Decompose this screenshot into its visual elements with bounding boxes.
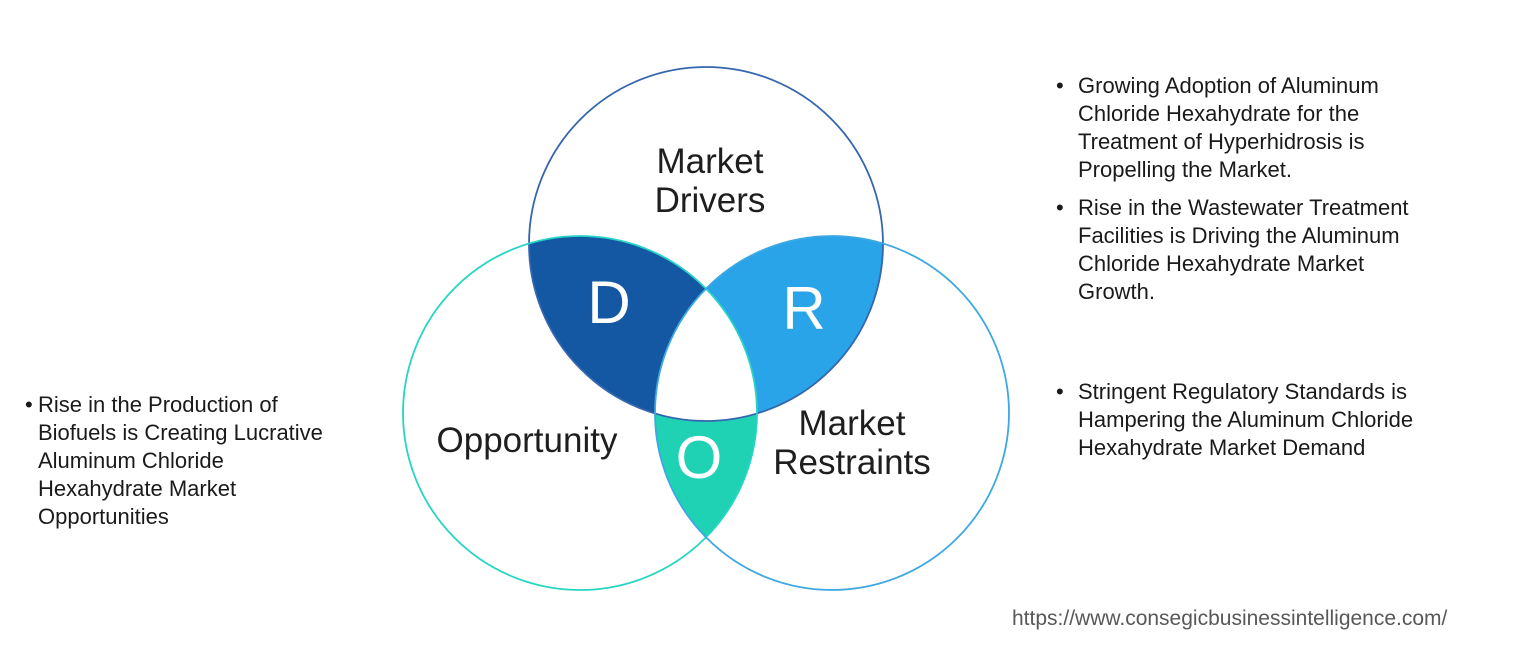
bullet-icon: • xyxy=(1056,379,1064,404)
drivers-circle-label: Market Drivers xyxy=(654,142,766,220)
drivers-restraints-notes: • Growing Adoption of Aluminum Chloride … xyxy=(1056,72,1476,462)
list-item: • Rise in the Wastewater Treatment Facil… xyxy=(1056,194,1476,306)
opportunity-notes: • Rise in the Production of Biofuels is … xyxy=(25,391,370,531)
r-region-letter: R xyxy=(782,275,826,342)
note-text: Rise in the Wastewater Treatment Facilit… xyxy=(1078,195,1409,304)
note-text: Growing Adoption of Aluminum Chloride He… xyxy=(1078,73,1379,182)
bullet-icon: • xyxy=(1056,73,1064,98)
source-url: https://www.consegicbusinessintelligence… xyxy=(1012,607,1448,630)
d-region-letter: D xyxy=(587,269,631,336)
bullet-icon: • xyxy=(25,392,33,417)
bullet-icon: • xyxy=(1056,195,1064,220)
list-item: • Rise in the Production of Biofuels is … xyxy=(25,391,370,531)
list-item: • Stringent Regulatory Standards is Hamp… xyxy=(1056,378,1476,462)
list-item: • Growing Adoption of Aluminum Chloride … xyxy=(1056,72,1476,184)
restraints-circle-label: Market Restraints xyxy=(773,404,931,482)
opportunity-circle-label: Opportunity xyxy=(436,421,618,460)
restraints-circle xyxy=(654,235,1010,591)
note-text: Stringent Regulatory Standards is Hamper… xyxy=(1078,379,1414,460)
o-region-letter: O xyxy=(675,424,723,491)
opportunity-circle xyxy=(402,235,758,591)
note-text: Rise in the Production of Biofuels is Cr… xyxy=(38,392,323,529)
